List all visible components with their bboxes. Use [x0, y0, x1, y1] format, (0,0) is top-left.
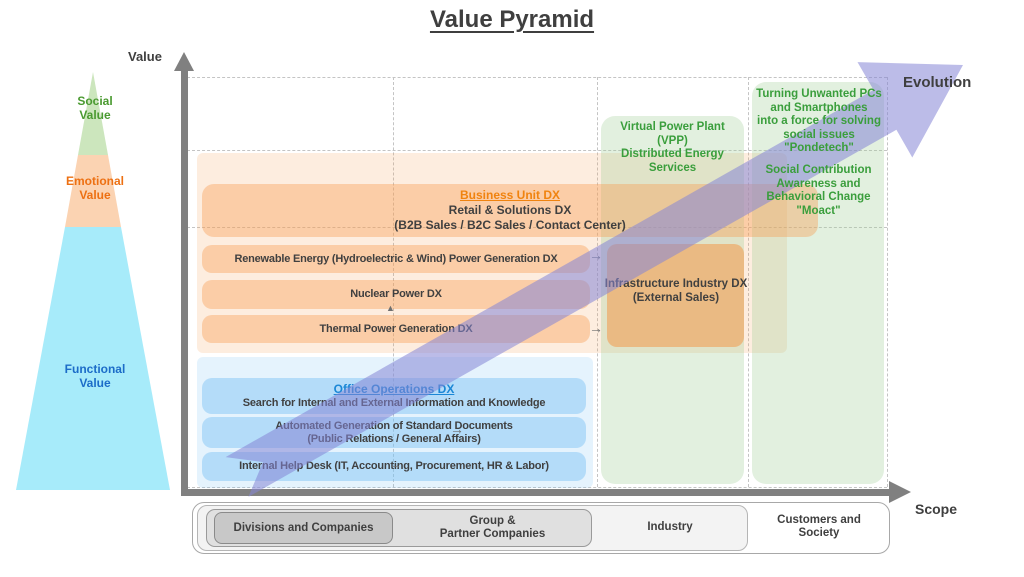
automated-generation-line1: Automated Generation of Standard Documen… — [275, 419, 513, 432]
moact-line1: Social Contribution — [765, 164, 872, 176]
scope-industry-label: Industry — [647, 521, 693, 533]
pondetech-line5: "Pondetech" — [784, 142, 854, 154]
y-axis-arrowhead-icon — [174, 52, 194, 71]
renewable-to-industry-arrow-icon: → — [589, 247, 603, 263]
automated-generation-box: Automated Generation of Standard Documen… — [202, 417, 586, 448]
scope-customers-line2: Society — [798, 527, 840, 539]
emotional-value-line2: Value — [79, 188, 111, 202]
vpp-line4: Services — [648, 161, 697, 174]
office-operations-dx-box: Office Operations DX Search for Internal… — [202, 378, 586, 414]
x-axis-arrowhead-icon — [889, 481, 911, 503]
pondetech-line1: Turning Unwanted PCs — [756, 88, 882, 100]
page-title: Value Pyramid — [0, 6, 1024, 34]
scope-divisions-label: Divisions and Companies — [233, 521, 374, 534]
infrastructure-line2: (External Sales) — [632, 292, 720, 304]
evolution-label: Evolution — [903, 74, 972, 91]
social-value-line1: Social — [77, 94, 113, 108]
helpdesk-scope-arrow-icon: → — [388, 456, 402, 472]
scope-customers-society-label: Customers and Society — [748, 514, 890, 540]
x-axis-line — [181, 489, 891, 496]
search-knowledge-label: Search for Internal and External Informa… — [242, 397, 546, 409]
pondetech-line4: social issues — [783, 128, 855, 141]
scope-group-line2: Partner Companies — [439, 528, 546, 540]
thermal-to-infrastructure-arrow-icon: → — [589, 320, 603, 336]
thermal-to-nuclear-arrow-icon: ▲ — [386, 303, 395, 313]
pondetech-line2: and Smartphones — [770, 101, 868, 114]
scope-group-line1: Group & — [469, 515, 516, 527]
nuclear-power-dx-box: Nuclear Power DX — [202, 280, 590, 309]
gridline-horizontal-top — [187, 77, 887, 78]
y-axis-line — [181, 70, 188, 490]
pyramid-label-emotional-value: Emotional Value — [48, 174, 142, 202]
pondetech-label: Turning Unwanted PCs and Smartphones int… — [741, 88, 897, 156]
infrastructure-line1: Infrastructure Industry DX — [604, 278, 748, 290]
value-pyramid-shape — [16, 72, 170, 490]
renewable-energy-dx-label: Renewable Energy (Hydroelectric & Wind) … — [234, 252, 558, 265]
virtual-power-plant-label: Virtual Power Plant (VPP) Distributed En… — [599, 121, 746, 175]
moact-label: Social Contribution Awareness and Behavi… — [748, 164, 889, 218]
infrastructure-industry-dx-label: Infrastructure Industry DX (External Sal… — [582, 277, 770, 305]
vpp-line1: Virtual Power Plant — [620, 121, 725, 133]
pyramid-label-functional-value: Functional Value — [48, 362, 142, 390]
business-unit-dx-box: Business Unit DX Retail & Solutions DX (… — [202, 184, 818, 237]
x-axis-label: Scope — [915, 501, 958, 517]
scope-customers-line1: Customers and — [777, 514, 861, 526]
social-value-line2: Value — [79, 108, 111, 122]
pyramid-emotional-segment — [65, 155, 121, 227]
functional-value-line1: Functional — [64, 362, 126, 376]
business-unit-dx-heading: Business Unit DX — [459, 188, 561, 202]
vpp-line2: (VPP) — [657, 134, 688, 147]
moact-line2: Awareness and — [776, 177, 861, 190]
moact-line4: "Moact" — [796, 204, 841, 217]
vpp-line3: Distributed Energy — [621, 148, 724, 160]
nuclear-power-dx-label: Nuclear Power DX — [350, 288, 442, 300]
thermal-power-dx-label: Thermal Power Generation DX — [319, 322, 473, 335]
scope-divisions-companies-box: Divisions and Companies — [214, 512, 393, 544]
pyramid-label-social-value: Social Value — [58, 94, 132, 122]
emotional-value-line1: Emotional — [65, 174, 124, 188]
retail-solutions-dx-label: Retail & Solutions DX — [448, 203, 572, 217]
pyramid-functional-segment — [16, 227, 170, 490]
thermal-power-dx-box: Thermal Power Generation DX — [202, 315, 590, 343]
pyramid-social-segment — [78, 72, 108, 155]
pondetech-line3: into a force for solving — [757, 115, 881, 127]
functional-value-line2: Value — [79, 376, 111, 390]
page-title-text: Value Pyramid — [429, 6, 595, 33]
scope-group-partner-label: Group & Partner Companies — [393, 515, 592, 541]
y-axis-label: Value — [128, 49, 162, 64]
autogen-scope-arrow-icon: → — [450, 421, 464, 437]
office-operations-dx-heading: Office Operations DX — [333, 382, 455, 396]
renewable-energy-dx-box: Renewable Energy (Hydroelectric & Wind) … — [202, 245, 590, 273]
moact-line3: Behavioral Change — [766, 191, 871, 203]
b2b-b2c-contact-label: (B2B Sales / B2C Sales / Contact Center) — [394, 218, 626, 232]
